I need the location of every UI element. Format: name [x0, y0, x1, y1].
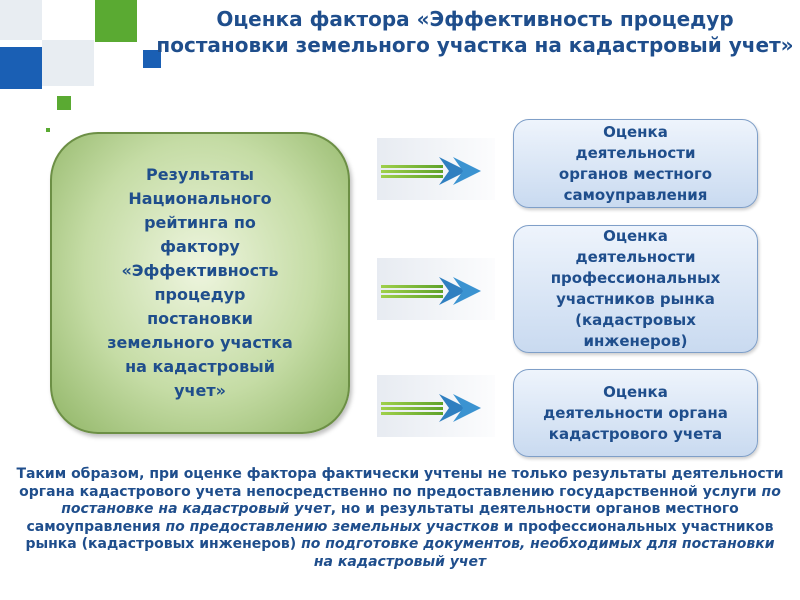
main-result-box: Результаты Национального рейтинга по фак… [50, 132, 350, 434]
arrow-zone-3 [377, 375, 495, 437]
assessment-box-text: Оценка деятельности органа кадастрового … [543, 382, 728, 443]
summary-part: Таким образом, при оценке фактора фактич… [16, 466, 784, 500]
main-result-text: Результаты Национального рейтинга по фак… [107, 165, 293, 400]
deco-square-blue-large [0, 47, 42, 89]
summary-part: , но и результаты деятельности органов м… [26, 501, 739, 535]
summary-part-italic: по предоставлению земельных участков [165, 518, 499, 535]
page-title: Оценка фактора «Эффективность процедур п… [156, 7, 794, 57]
deco-square-green-small [57, 96, 71, 110]
assessment-box-cadastral-engineers: Оценка деятельности профессиональных уча… [513, 225, 758, 353]
arrow-zone-2 [377, 258, 495, 320]
summary-part-italic: по подготовке документов, необходимых дл… [301, 536, 775, 570]
double-arrow-icon [381, 394, 481, 422]
double-arrow-icon [381, 157, 481, 185]
deco-dot-green [46, 128, 50, 132]
arrow-zone-1 [377, 138, 495, 200]
summary-part: и профессиональных участников рынка (кад… [25, 518, 774, 553]
assessment-box-text: Оценка деятельности органов местного сам… [558, 122, 713, 204]
summary-part-italic: по постановке на кадастровый учет [61, 483, 781, 518]
double-arrow-icon [381, 277, 481, 305]
deco-square-blue-small [143, 50, 161, 68]
deco-square-grey-mid [42, 40, 94, 86]
summary-text: Таким образом, при оценке фактора фактич… [14, 466, 786, 594]
assessment-box-cadastral-authority: Оценка деятельности органа кадастрового … [513, 369, 758, 457]
assessment-box-text: Оценка деятельности профессиональных уча… [550, 227, 721, 350]
assessment-box-local-government: Оценка деятельности органов местного сам… [513, 119, 758, 208]
deco-square-grey-large [0, 0, 42, 40]
deco-square-green-large [95, 0, 137, 42]
